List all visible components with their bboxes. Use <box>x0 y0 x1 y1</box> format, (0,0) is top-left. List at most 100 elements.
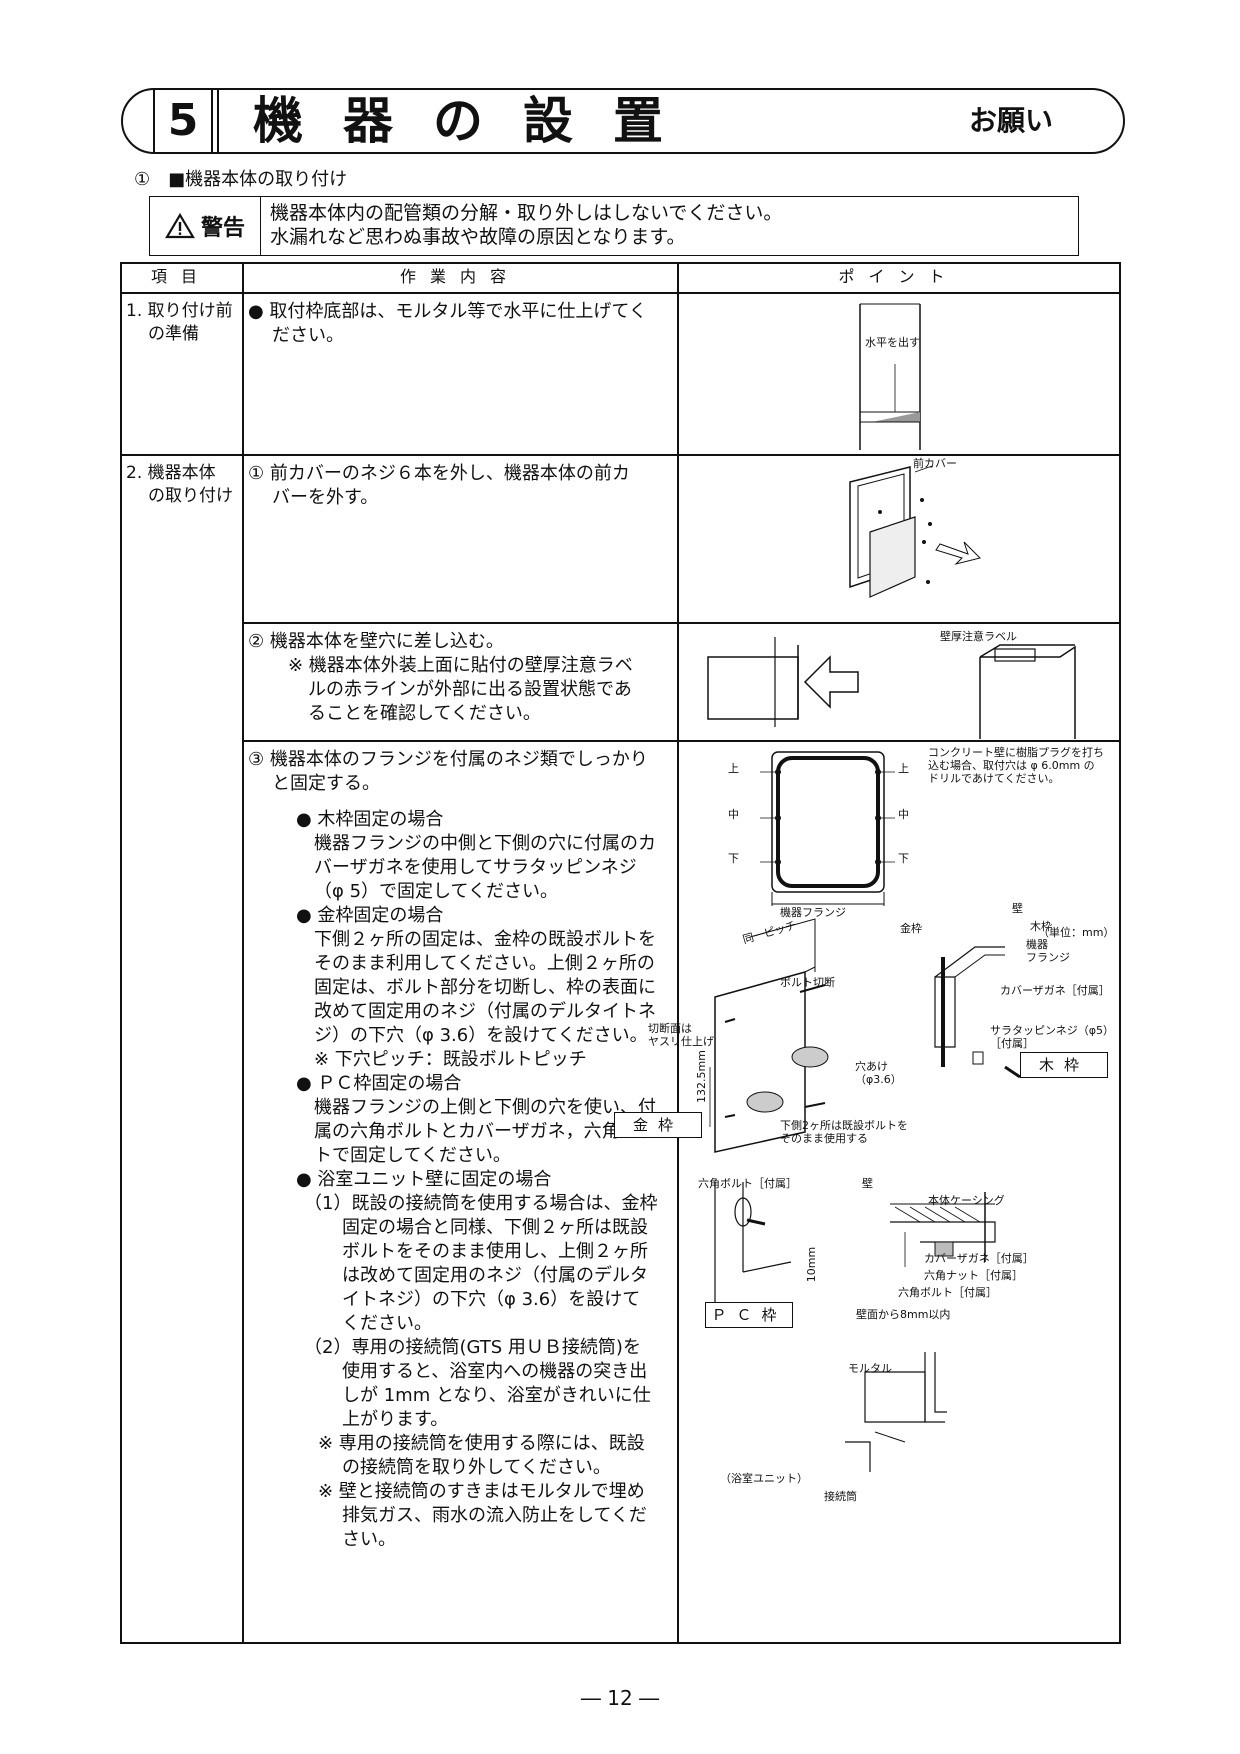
header-work: 作業内容 <box>399 267 520 286</box>
warning-box: 警告 機器本体内の配管類の分解・取り外しはしないでください。 水漏れなど思わぬ事… <box>149 196 1079 256</box>
cut-face-line1: 切断面は <box>648 1022 692 1035</box>
pc-frame-figure <box>714 1182 996 1472</box>
hole-label: 穴あけ （φ3.6） <box>855 1060 902 1086</box>
ten-mm-label: 10mm <box>805 1246 819 1283</box>
metal-line6: ※ 下穴ピッチ：既設ボルトピッチ <box>314 1049 587 1070</box>
row1-item-line2: の準備 <box>148 324 199 344</box>
row2-item: 2. 機器本体 の取り付け <box>126 462 233 508</box>
bath1-line1: （1）既設の接続筒を使用する場合は、金枠 <box>304 1193 658 1214</box>
casing-label: 本体ケーシング <box>928 1194 1005 1207</box>
note1-line1: ※ 専用の接続筒を使用する際には、既設 <box>318 1433 645 1454</box>
warning-line-1: 機器本体内の配管類の分解・取り外しはしないでください。 <box>270 202 783 224</box>
concrete-line3: ドリルであけてください。 <box>928 772 1060 785</box>
cover-washer-label: カバーザガネ［付属］ <box>1000 984 1110 997</box>
bath1-line2: 固定の場合と同様、下側２ヶ所は既設 <box>342 1217 648 1238</box>
metal-line5: ジ）の下穴（φ 3.6）を設けてください。 <box>314 1025 648 1046</box>
metal-frame-label: 金枠 <box>900 922 922 935</box>
concrete-note: コンクリート壁に樹脂プラグを打ち 込む場合、取付穴は φ 6.0mm の ドリル… <box>928 746 1104 785</box>
flange-upper-right: 上 <box>898 762 909 775</box>
hex-bolt2-label: 六角ボルト［付属］ <box>898 1286 997 1299</box>
bottom-bolt-label: 下側2ヶ所は既設ボルトを そのまま使用する <box>780 1119 908 1145</box>
row2-item-line1: 2. 機器本体 <box>126 463 216 483</box>
wood-line2: バーザガネを使用してサラタッピンネジ <box>314 857 637 878</box>
step2-note2: ルの赤ラインが外部に出る設置状態であ <box>308 679 632 700</box>
hole-line1: 穴あけ <box>855 1060 888 1073</box>
hex-bolt-label: 六角ボルト［付属］ <box>698 1177 797 1190</box>
wall-thickness-label: 壁厚注意ラベル <box>940 630 1017 643</box>
bottom-bolt-line2: そのまま使用する <box>780 1132 868 1145</box>
section-title: 機器の設置 <box>253 92 703 150</box>
step2-note1: ※ 機器本体外装上面に貼付の壁厚注意ラベ <box>288 655 633 676</box>
bath2-line3: しが 1mm となり、浴室がきれいに仕 <box>342 1385 651 1406</box>
warning-line-2: 水漏れなど思わぬ事故や故障の原因となります。 <box>270 226 686 248</box>
warning-triangle-icon <box>165 213 195 239</box>
bath1-line5: イトネジ）の下穴（φ 3.6）を設けて <box>342 1289 641 1310</box>
pc-line3: トで固定してください。 <box>314 1145 511 1166</box>
bath1-line3: ボルトをそのまま使用し、上側２ヶ所 <box>342 1241 648 1262</box>
step2-note3: ることを確認してください。 <box>308 703 541 724</box>
wood-frame-box: 木枠 <box>1020 1052 1108 1078</box>
flange-upper-left: 上 <box>728 762 739 775</box>
subheading: ① ■機器本体の取り付け <box>134 169 348 190</box>
cut-face-line2: ヤスリ仕上げ <box>648 1035 714 1048</box>
dimension-label: 132.5mm <box>694 1050 708 1103</box>
warning-label: 警告 <box>200 216 245 241</box>
bath-heading: ● 浴室ユニット壁に固定の場合 <box>296 1169 552 1190</box>
header-point: ポイント <box>838 267 959 286</box>
wall-label: 壁 <box>1012 902 1023 915</box>
pc-heading: ● ＰＣ枠固定の場合 <box>296 1073 462 1094</box>
section-header: 5 機器の設置 お願い <box>121 88 1125 154</box>
row1-work-line2: ださい。 <box>272 325 344 346</box>
bath1-line4: は改めて固定用のネジ（付属のデルタ <box>342 1265 648 1286</box>
pc-frame-box: ＰＣ枠 <box>705 1302 793 1328</box>
front-cover-label: 前カバー <box>913 457 957 470</box>
wood-frame-label: 木枠 <box>1030 920 1052 933</box>
level-figure <box>859 303 921 450</box>
pc-line2: 属の六角ボルトとカバーザガネ，六角ナッ <box>314 1121 656 1142</box>
flange-lower-right: 下 <box>898 852 909 865</box>
level-label: 水平を出す <box>865 336 920 349</box>
header-item: 項目 <box>150 267 211 286</box>
metal-line2: そのまま利用してください。上側２ヶ所の <box>314 953 655 974</box>
note1-line2: の接続筒を取り外してください。 <box>342 1457 611 1478</box>
warning-label-cell: 警告 <box>150 197 261 255</box>
instruction-table: 項目 作業内容 ポイント 1. 取り付け前 の準備 ● 取付枠底部は、モルタル等… <box>120 262 1121 1644</box>
hole-line2: （φ3.6） <box>855 1073 902 1086</box>
tap-screw-line1: サラタッピンネジ（φ5） <box>990 1024 1115 1037</box>
flange-label: 機器フランジ <box>780 906 846 919</box>
step3-line2: と固定する。 <box>272 773 380 794</box>
note2-line2: 排気ガス、雨水の流入防止をしてくだ <box>342 1505 647 1526</box>
tap-screw-line2: ［付属］ <box>990 1037 1034 1050</box>
bath2-line4: 上がります。 <box>342 1409 449 1430</box>
row1-work: ● 取付枠底部は、モルタル等で水平に仕上げてく ださい。 <box>248 300 647 348</box>
bottom-bolt-line1: 下側2ヶ所は既設ボルトを <box>780 1119 908 1132</box>
step2-text: ② 機器本体を壁穴に差し込む。 ※ 機器本体外装上面に貼付の壁厚注意ラベ ルの赤… <box>248 630 633 726</box>
bath2-line1: （2）専用の接続筒(GTS 用ＵＢ接続筒)を <box>304 1337 641 1358</box>
metal-heading: ● 金枠固定の場合 <box>296 905 444 926</box>
step3-line1: ③ 機器本体のフランジを付属のネジ類でしっかり <box>248 749 648 770</box>
within-8mm-label: 壁面から8mm以内 <box>856 1308 951 1321</box>
step1-text: ① 前カバーのネジ６本を外し、機器本体の前カ バーを外す。 <box>248 462 630 510</box>
flange-middle-right: 中 <box>898 808 909 821</box>
row1-work-line1: ● 取付枠底部は、モルタル等で水平に仕上げてく <box>248 301 647 322</box>
concrete-line1: コンクリート壁に樹脂プラグを打ち <box>928 746 1104 759</box>
pc-line1: 機器フランジの上側と下側の穴を使い、付 <box>314 1097 656 1118</box>
bath2-line2: 使用すると、浴室内への機器の突き出 <box>342 1361 648 1382</box>
header-divider <box>217 90 219 152</box>
note2-line3: さい。 <box>342 1529 396 1550</box>
bath1-line6: ください。 <box>342 1313 432 1334</box>
note2-line1: ※ 壁と接続筒のすきまはモルタルで埋め <box>318 1481 645 1502</box>
flange-middle-left: 中 <box>728 808 739 821</box>
section-number: 5 <box>153 90 213 152</box>
bath-unit-label: （浴室ユニット） <box>720 1472 808 1485</box>
bolt-cut-label: ボルト切断 <box>780 976 835 989</box>
cut-face-label: 切断面は ヤスリ仕上げ <box>648 1022 714 1048</box>
step1-line1: ① 前カバーのネジ６本を外し、機器本体の前カ <box>248 463 630 484</box>
mortar-label: モルタル <box>848 1362 892 1375</box>
kiki-line: 機器 <box>1026 938 1048 951</box>
metal-frame-box: 金枠 <box>614 1112 702 1138</box>
metal-line4: 改めて固定用のネジ（付属のデルタイトネ <box>314 1001 656 1022</box>
metal-line1: 下側２ヶ所の固定は、金枠の既設ボルトを <box>314 929 656 950</box>
wood-line3: （φ 5）で固定してください。 <box>314 881 558 902</box>
warning-text: 機器本体内の配管類の分解・取り外しはしないでください。 水漏れなど思わぬ事故や故… <box>270 201 782 249</box>
